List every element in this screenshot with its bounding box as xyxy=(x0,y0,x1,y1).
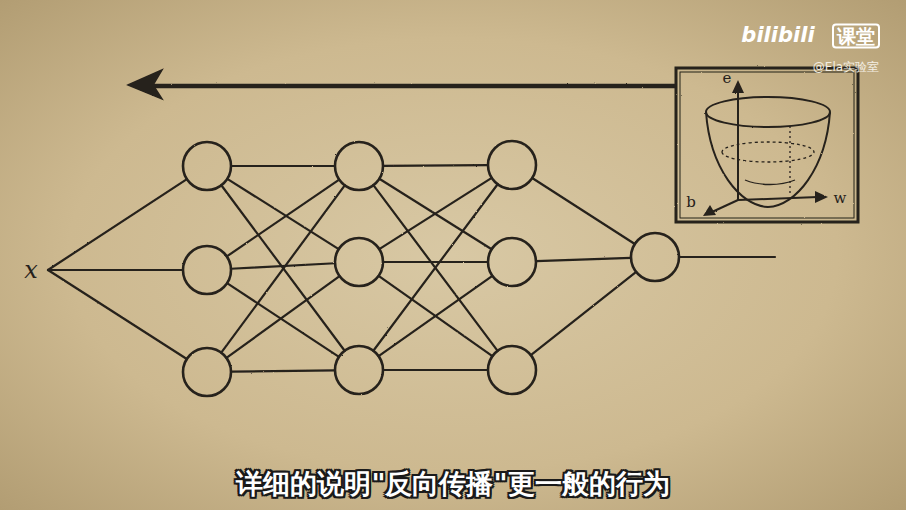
connection-line xyxy=(221,185,345,352)
watermark-logo: bilibili xyxy=(741,24,814,47)
plot-axis xyxy=(737,90,739,200)
connection-line xyxy=(231,370,335,371)
neuron-circle xyxy=(183,142,231,190)
watermark-text: @Ela实验室 xyxy=(813,61,879,74)
connection-line xyxy=(531,272,636,355)
connection-line xyxy=(373,185,497,351)
neuron-circle xyxy=(335,142,383,190)
sketch-group xyxy=(48,68,858,396)
connection-line xyxy=(383,369,488,371)
loss-surface xyxy=(722,142,814,162)
neuron-circle xyxy=(488,238,536,286)
connection-line xyxy=(231,165,335,167)
connection-line xyxy=(373,184,497,351)
neuron-circle xyxy=(183,348,231,396)
neuron-circle xyxy=(488,346,536,394)
plot-axis xyxy=(738,197,818,200)
neuron-circle xyxy=(183,246,231,294)
connection-line xyxy=(379,276,493,356)
watermark-logo: 课堂 xyxy=(832,24,880,49)
connection-line xyxy=(48,269,183,271)
connection-line xyxy=(532,178,635,244)
neuron-circle xyxy=(631,233,679,281)
connection-line xyxy=(383,164,488,167)
neuron-circle xyxy=(488,141,536,189)
input-label: x xyxy=(24,257,38,283)
connection-line xyxy=(536,258,631,261)
loss-surface xyxy=(706,97,830,127)
neuron-circle xyxy=(335,238,383,286)
connection-line xyxy=(226,276,339,358)
connection-line xyxy=(679,256,775,258)
connection-line xyxy=(227,180,339,257)
connection-line xyxy=(48,179,187,270)
subtitle-caption: 详细的说明"反向传播"更一般的行为 xyxy=(236,466,669,502)
axis-arrow-head xyxy=(703,205,716,216)
loss-plot-frame xyxy=(676,68,858,222)
axis-label: w xyxy=(834,190,847,207)
axis-arrow-head xyxy=(732,80,744,93)
connection-line xyxy=(379,276,493,356)
backprop-arrow xyxy=(150,84,676,89)
plot-axis xyxy=(712,200,738,212)
loss-surface xyxy=(745,180,795,185)
axis-label: e xyxy=(723,70,732,87)
loss-plot-frame-inner xyxy=(680,72,854,218)
axis-label: b xyxy=(686,194,696,211)
connection-line xyxy=(48,270,187,359)
axis-arrow-head xyxy=(815,191,828,203)
neuron-circle xyxy=(335,346,383,394)
loss-surface xyxy=(789,126,790,196)
arrow-head xyxy=(128,70,162,99)
connection-line xyxy=(383,261,488,263)
